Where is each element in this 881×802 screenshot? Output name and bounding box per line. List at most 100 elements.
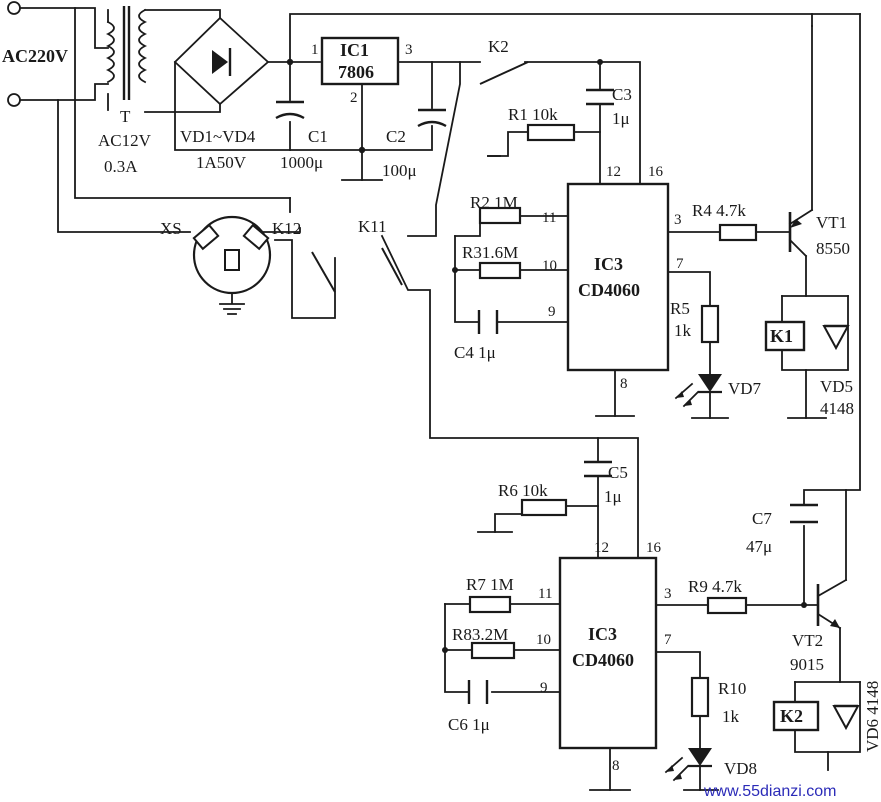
label-k1: K1 [770,326,793,346]
label-k2-coil: K2 [780,706,803,726]
label-ic3-bottom: IC3 [588,624,617,644]
label-vd7: VD7 [728,379,762,398]
label-ic3-top-part: CD4060 [578,280,640,300]
label-ic3-bottom-pin-7: 7 [664,632,672,648]
capacitor-c7 [790,503,818,524]
label-r8: R83.2M [452,625,508,644]
label-rectifier: VD1~VD4 [180,127,256,146]
label-transformer-current: 0.3A [104,157,138,176]
label-c5: C5 [608,463,628,482]
label-r1: R1 10k [508,105,558,124]
label-k2-contact: K2 [488,37,509,56]
label-c3: C3 [612,85,632,104]
label-ic1-pin-in: 1 [311,42,319,58]
resistor-r2 [478,206,522,225]
k12-switch-contact [311,251,336,293]
label-c3-value: 1μ [612,109,630,128]
ic1-regulator [320,36,400,86]
label-ic3-top-pin-3: 3 [674,212,682,228]
resistor-r3 [478,261,522,280]
label-vd5-part: 4148 [820,399,854,418]
label-ac-input: AC220V [2,46,68,66]
label-r5: R5 [670,299,690,318]
label-c7-value: 47μ [746,537,772,556]
ac-terminals [7,1,21,107]
label-vt1-part: 8550 [816,239,850,258]
transistor-vt1 [788,208,814,258]
resistor-r4 [718,223,758,242]
ic3-bottom-chip [558,556,658,750]
label-k12-contact: K12 [272,219,301,238]
k2-switch-contact [479,61,529,85]
watermark: www.55dianzi.com [703,783,837,800]
label-c1: C1 [308,127,328,146]
label-ic3-top-pin-16: 16 [648,164,664,180]
label-ic1-part: 7806 [338,62,374,82]
capacitor-c1 [275,100,305,120]
label-ic3-bottom-pin-11: 11 [538,586,552,602]
label-vt2: VT2 [792,631,823,650]
resistor-r9 [706,596,748,615]
label-vt2-part: 9015 [790,655,824,674]
label-r2: R2 1M [470,193,518,212]
label-ic3-bottom-pin-10: 10 [536,632,551,648]
junctions [286,58,807,653]
label-ic3-bottom-pin-12: 12 [594,540,609,556]
resistor-r1 [526,123,576,142]
label-ic1-pin-out: 3 [405,42,413,58]
led-vd7 [674,374,722,408]
label-vd6: VD6 4148 [863,681,881,752]
label-k11-contact: K11 [358,217,387,236]
wires [19,7,861,791]
label-vd5: VD5 [820,377,853,396]
resistor-r7 [468,595,512,614]
label-r4: R4 4.7k [692,201,746,220]
label-r10-value: 1k [722,707,740,726]
label-c6: C6 1μ [448,715,490,734]
label-c7: C7 [752,509,772,528]
label-ic3-top-pin-7: 7 [676,256,684,272]
label-ic1: IC1 [340,40,369,60]
resistor-r8 [470,641,516,660]
label-ic3-top-pin-12: 12 [606,164,621,180]
label-vt1: VT1 [816,213,847,232]
label-c1-value: 1000μ [280,153,323,172]
resistor-r10 [690,676,710,718]
label-c5-value: 1μ [604,487,622,506]
label-r10: R10 [718,679,746,698]
label-transformer: T [120,107,131,126]
label-ic1-pin-gnd: 2 [350,90,358,106]
resistor-r5 [700,304,720,344]
ic3-top-chip [566,182,670,372]
label-ic3-top-pin-11: 11 [542,210,556,226]
label-transformer-rating: AC12V [98,131,152,150]
relay-k1-coil [764,320,806,352]
label-vd8: VD8 [724,759,757,778]
diode-vd6 [832,704,860,731]
capacitor-c2 [417,108,447,128]
label-ic3-bottom-pin-9: 9 [540,680,548,696]
transformer-symbol [105,6,148,111]
transistor-vt2 [816,578,848,630]
label-ic3-top-pin-8: 8 [620,376,628,392]
capacitor-c5 [584,460,612,478]
k11-switch-contact [381,247,403,286]
label-r7: R7 1M [466,575,514,594]
label-ic3-top-pin-10: 10 [542,258,557,274]
label-r3: R31.6M [462,243,518,262]
diode-vd5 [822,324,850,351]
label-c4: C4 1μ [454,343,496,362]
label-ic3-bottom-pin-3: 3 [664,586,672,602]
label-socket: XS [160,219,182,238]
label-r6: R6 10k [498,481,548,500]
led-vd8 [664,748,712,782]
label-r5-value: 1k [674,321,692,340]
label-c2-value: 100μ [382,161,417,180]
label-ic3-bottom-pin-8: 8 [612,758,620,774]
relay-k2-coil [772,700,820,732]
capacitor-c3 [586,88,614,106]
label-rectifier-rating: 1A50V [196,153,247,172]
bridge-rectifier [173,16,270,106]
socket-xs [192,215,272,315]
